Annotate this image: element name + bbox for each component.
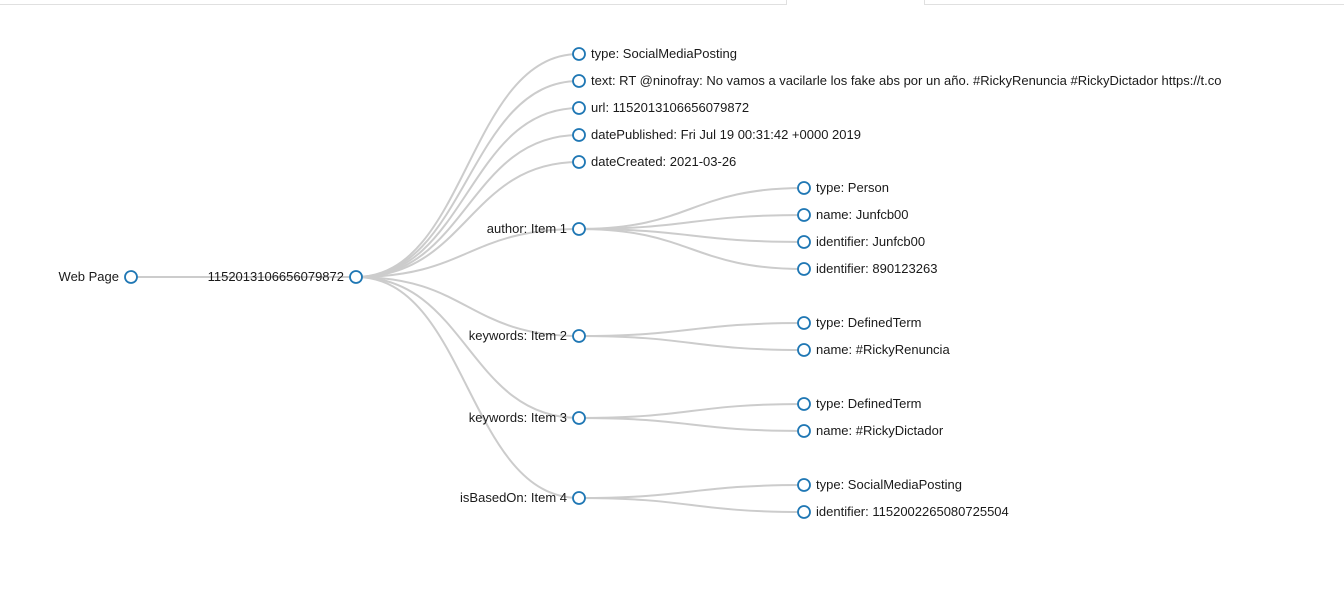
link-entity-to-item-1 — [355, 276, 580, 337]
node-circle-icon[interactable] — [797, 424, 811, 438]
node-circle-icon[interactable] — [797, 505, 811, 519]
node-label: text: RT @ninofray: No vamos a vacilarle… — [591, 73, 1222, 88]
node-circle-icon[interactable] — [797, 235, 811, 249]
node-label: identifier: 1152002265080725504 — [816, 504, 1009, 519]
links-layer — [131, 53, 805, 513]
node-label: type: DefinedTerm — [816, 315, 922, 330]
leaf-node-type-definedterm[interactable]: type: DefinedTerm — [797, 315, 922, 330]
node-circle-icon[interactable] — [349, 270, 363, 284]
node-label: identifier: 890123263 — [816, 261, 937, 276]
node-circle-icon[interactable] — [124, 270, 138, 284]
node-label: 1152013106656079872 — [208, 269, 344, 284]
node-label: type: SocialMediaPosting — [591, 46, 737, 61]
link-item-to-leaf-5 — [578, 335, 805, 351]
property-node-datecreated-2021-03-26[interactable]: dateCreated: 2021-03-26 — [572, 154, 736, 169]
property-node-datepublished-fri-jul-19-00-31-42-0000-2019[interactable]: datePublished: Fri Jul 19 00:31:42 +0000… — [572, 127, 861, 142]
root-node-web-page[interactable]: Web Page — [59, 269, 138, 284]
item-node-keywords-item-2[interactable]: keywords: Item 2 — [469, 328, 586, 343]
link-item-to-leaf-3 — [578, 228, 805, 270]
link-item-to-leaf-0 — [578, 187, 805, 230]
property-node-text-rt-ninofray-no-vamos-a-vacilarle-los-fake-a[interactable]: text: RT @ninofray: No vamos a vacilarle… — [572, 73, 1222, 88]
node-circle-icon[interactable] — [572, 491, 586, 505]
node-circle-icon[interactable] — [797, 316, 811, 330]
node-label: name: #RickyRenuncia — [816, 342, 950, 357]
node-circle-icon[interactable] — [797, 208, 811, 222]
leaf-node-identifier-junfcb00[interactable]: identifier: Junfcb00 — [797, 234, 925, 249]
leaf-node-identifier-890123263[interactable]: identifier: 890123263 — [797, 261, 937, 276]
node-label: type: DefinedTerm — [816, 396, 922, 411]
node-circle-icon[interactable] — [572, 128, 586, 142]
link-entity-to-prop-2 — [355, 107, 580, 278]
top-divider-right — [925, 4, 1344, 5]
link-entity-to-prop-3 — [355, 134, 580, 278]
property-node-type-socialmediaposting[interactable]: type: SocialMediaPosting — [572, 46, 737, 61]
node-circle-icon[interactable] — [572, 222, 586, 236]
item-node-keywords-item-3[interactable]: keywords: Item 3 — [469, 410, 586, 425]
link-item-to-leaf-2 — [578, 228, 805, 243]
node-circle-icon[interactable] — [797, 397, 811, 411]
node-circle-icon[interactable] — [572, 411, 586, 425]
node-circle-icon[interactable] — [797, 478, 811, 492]
link-entity-to-prop-1 — [355, 80, 580, 278]
node-label: datePublished: Fri Jul 19 00:31:42 +0000… — [591, 127, 861, 142]
link-item-to-leaf-4 — [578, 322, 805, 337]
node-label: keywords: Item 2 — [469, 328, 567, 343]
leaf-node-type-socialmediaposting[interactable]: type: SocialMediaPosting — [797, 477, 962, 492]
node-label: keywords: Item 3 — [469, 410, 567, 425]
node-circle-icon[interactable] — [797, 343, 811, 357]
top-divider-left — [0, 4, 786, 5]
link-item-to-leaf-1 — [578, 214, 805, 230]
node-label: Web Page — [59, 269, 119, 284]
node-circle-icon[interactable] — [572, 74, 586, 88]
link-entity-to-item-2 — [355, 276, 580, 419]
leaf-node-name-junfcb00[interactable]: name: Junfcb00 — [797, 207, 909, 222]
node-label: identifier: Junfcb00 — [816, 234, 925, 249]
leaf-node-type-person[interactable]: type: Person — [797, 180, 889, 195]
node-label: name: Junfcb00 — [816, 207, 909, 222]
link-entity-to-item-0 — [355, 228, 580, 278]
node-circle-icon[interactable] — [797, 181, 811, 195]
leaf-node-name-rickyrenuncia[interactable]: name: #RickyRenuncia — [797, 342, 950, 357]
entity-node-1152013106656079872[interactable]: 1152013106656079872 — [208, 269, 363, 284]
item-node-isbasedon-item-4[interactable]: isBasedOn: Item 4 — [460, 490, 586, 505]
link-item-to-leaf-9 — [578, 497, 805, 513]
nodes-layer: Web Page 1152013106656079872 type: SocialM… — [59, 46, 1222, 519]
node-label: isBasedOn: Item 4 — [460, 490, 567, 505]
leaf-node-identifier-1152002265080725504[interactable]: identifier: 1152002265080725504 — [797, 504, 1009, 519]
property-node-url-1152013106656079872[interactable]: url: 1152013106656079872 — [572, 100, 749, 115]
node-circle-icon[interactable] — [572, 101, 586, 115]
leaf-node-type-definedterm[interactable]: type: DefinedTerm — [797, 396, 922, 411]
link-entity-to-prop-4 — [355, 161, 580, 278]
node-label: url: 1152013106656079872 — [591, 100, 749, 115]
node-label: dateCreated: 2021-03-26 — [591, 154, 736, 169]
node-label: type: Person — [816, 180, 889, 195]
node-circle-icon[interactable] — [797, 262, 811, 276]
node-label: name: #RickyDictador — [816, 423, 944, 438]
node-circle-icon[interactable] — [572, 329, 586, 343]
link-entity-to-item-3 — [355, 276, 580, 499]
node-label: author: Item 1 — [487, 221, 567, 236]
link-item-to-leaf-7 — [578, 417, 805, 432]
tab-notch — [786, 0, 925, 5]
link-item-to-leaf-6 — [578, 403, 805, 419]
node-label: type: SocialMediaPosting — [816, 477, 962, 492]
link-entity-to-prop-0 — [355, 53, 580, 278]
item-node-author-item-1[interactable]: author: Item 1 — [487, 221, 586, 236]
link-item-to-leaf-8 — [578, 484, 805, 499]
leaf-node-name-rickydictador[interactable]: name: #RickyDictador — [797, 423, 944, 438]
node-circle-icon[interactable] — [572, 47, 586, 61]
node-circle-icon[interactable] — [572, 155, 586, 169]
